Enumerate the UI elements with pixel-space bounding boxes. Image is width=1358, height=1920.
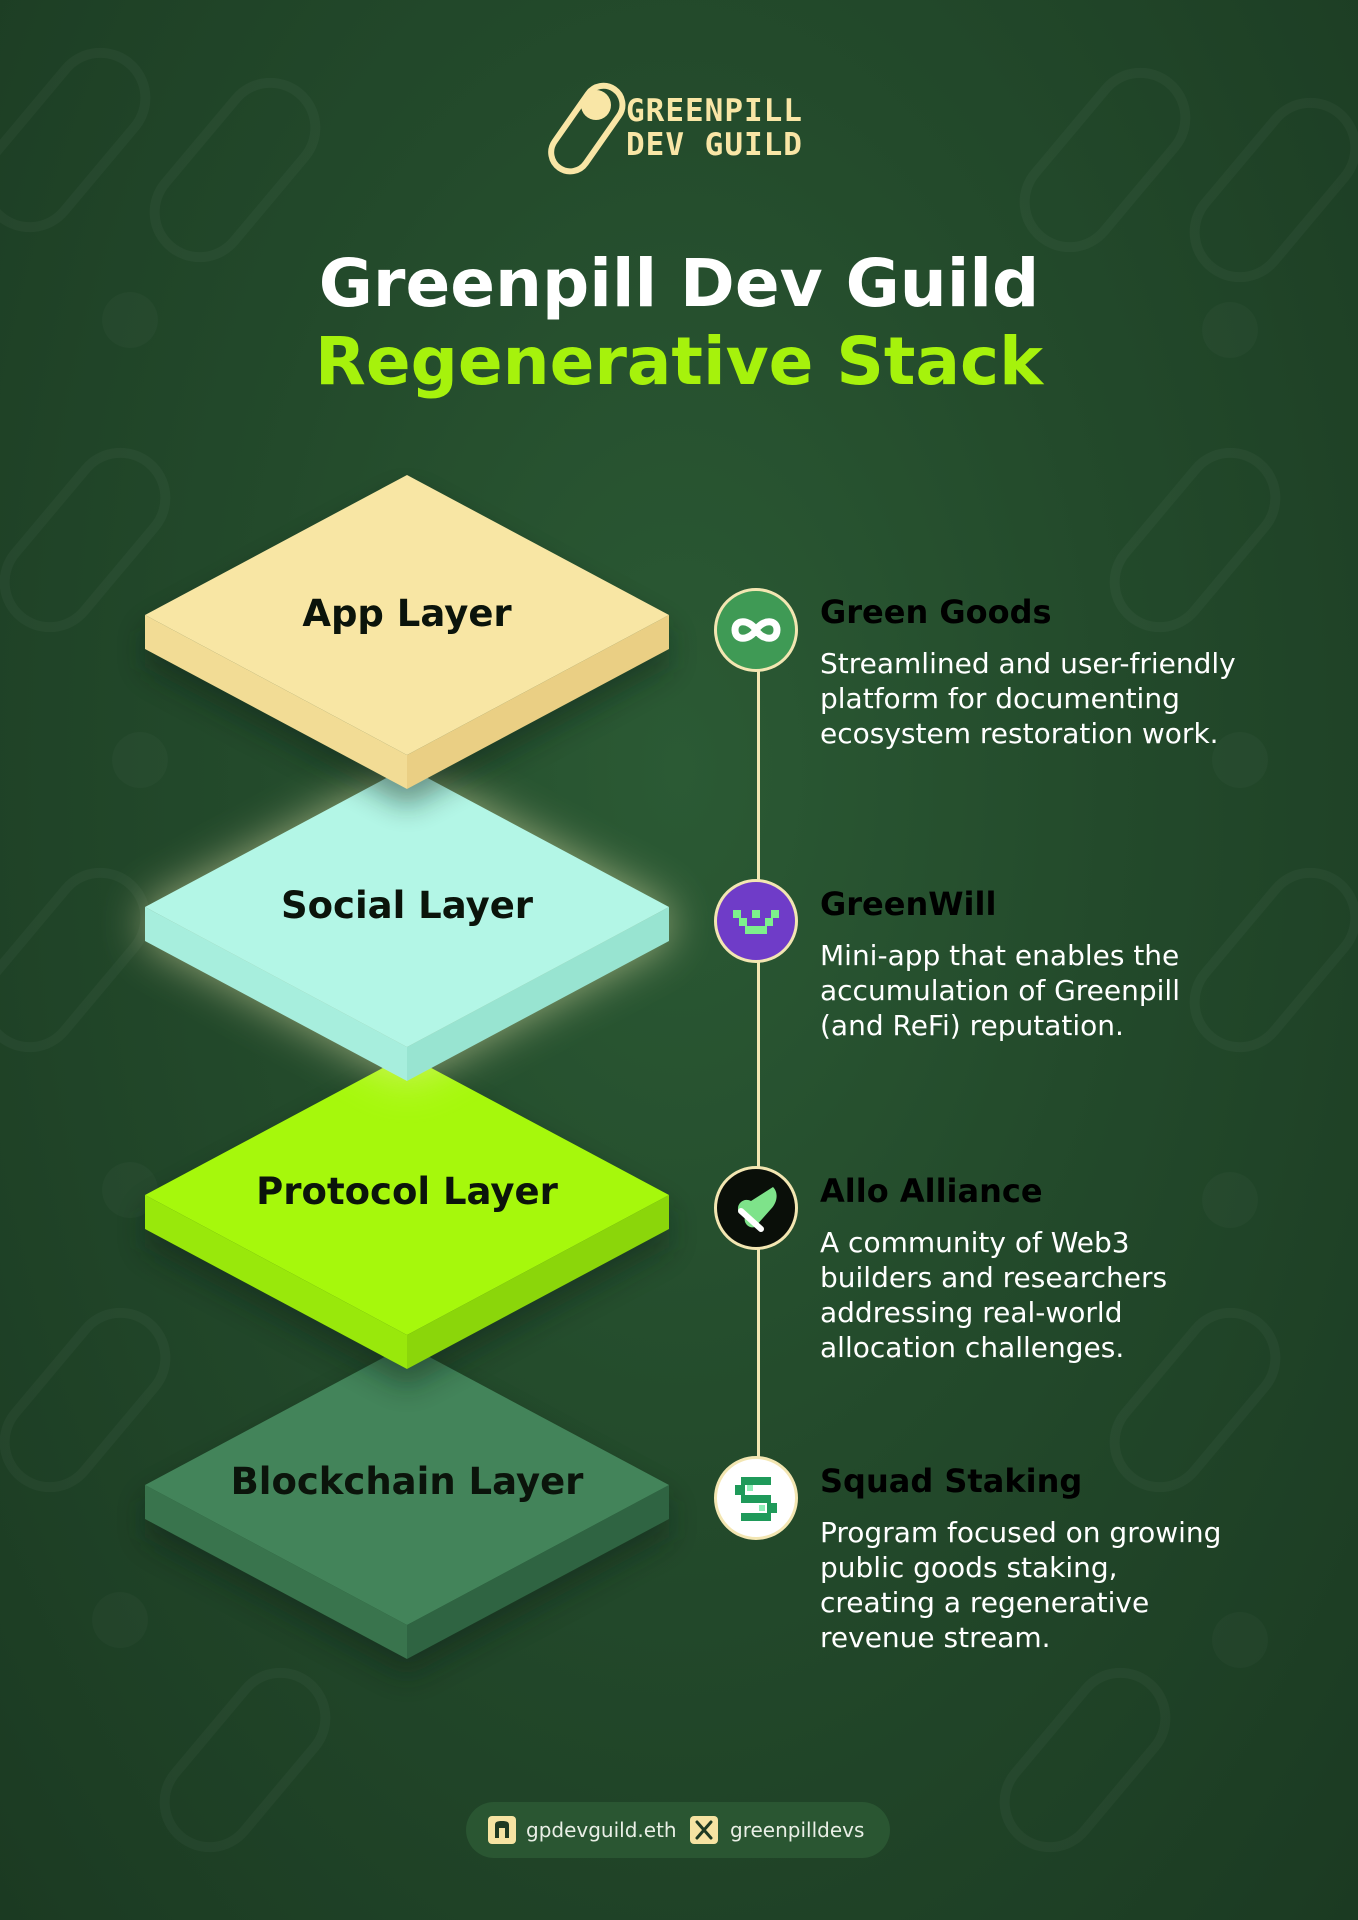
desc-line: Mini-app that enables the [820,939,1180,972]
ens-link[interactable]: gpdevguild.eth [526,1818,677,1842]
app-layer-left-face [145,615,407,789]
desc-line: ecosystem restoration work. [820,717,1219,750]
pixel-s-icon [735,1477,777,1521]
brand-line-2: DEV GUILD [626,127,803,163]
green-goods-title: Green Goods [820,593,1052,631]
ens-icon [488,1816,516,1844]
page-subtitle: Regenerative Stack [315,323,1043,400]
greenwill-title: GreenWill [820,885,997,923]
squad-staking-node [714,1456,798,1540]
protocol-layer-top-face [145,1055,669,1335]
infinity-leaf-icon [731,618,781,642]
blockchain-layer-right-face [407,1485,669,1659]
desc-line: accumulation of Greenpill [820,974,1180,1007]
footer-bar: gpdevguild.eth greenpilldevs [466,1802,890,1858]
allo-alliance-description: A community of Web3 builders and researc… [820,1225,1270,1365]
allo-alliance-title: Allo Alliance [820,1172,1043,1210]
app-layer-top-face [145,475,669,755]
green-goods-description: Streamlined and user-friendly platform f… [820,646,1270,751]
page-title: Greenpill Dev Guild [318,245,1040,322]
desc-line: creating a regenerative [820,1586,1150,1619]
desc-line: builders and researchers [820,1261,1168,1294]
x-icon [690,1816,718,1844]
social-layer-right-face [407,907,669,1081]
squad-staking-title: Squad Staking [820,1462,1083,1500]
blockchain-layer-left-face [145,1485,407,1659]
green-goods-node [714,588,798,672]
desc-line: allocation challenges. [820,1331,1125,1364]
brand-line-1: GREENPILL [626,93,803,129]
social-layer-label: Social Layer [280,884,534,927]
app-layer-label: App Layer [302,592,512,635]
brand-logo: GREENPILL DEV GUILD [546,78,836,178]
social-layer-top-face [145,767,669,1047]
pixel-crown-icon [733,910,779,934]
protocol-layer-right-face [407,1195,669,1369]
pill-icon [548,82,626,175]
protocol-layer-left-face [145,1195,407,1369]
greenwill-node [714,879,798,963]
app-layer-right-face [407,615,669,789]
desc-line: revenue stream. [820,1621,1051,1654]
social-layer-left-face [145,907,407,1081]
desc-line: Streamlined and user-friendly [820,647,1236,680]
allo-ribbon-icon [737,1187,777,1232]
desc-line: platform for documenting [820,682,1180,715]
greenwill-description: Mini-app that enables the accumulation o… [820,938,1270,1043]
squad-staking-description: Program focused on growing public goods … [820,1515,1270,1655]
blockchain-layer-label: Blockchain Layer [230,1460,584,1503]
desc-line: A community of Web3 [820,1226,1130,1259]
allo-alliance-node [714,1166,798,1250]
blockchain-layer-top-face [145,1345,669,1625]
desc-line: public goods staking, [820,1551,1118,1584]
timeline-connector [757,630,760,1510]
protocol-layer-label: Protocol Layer [256,1170,558,1213]
desc-line: addressing real-world [820,1296,1123,1329]
desc-line: (and ReFi) reputation. [820,1009,1124,1042]
x-handle-link[interactable]: greenpilldevs [730,1818,865,1842]
desc-line: Program focused on growing [820,1516,1222,1549]
